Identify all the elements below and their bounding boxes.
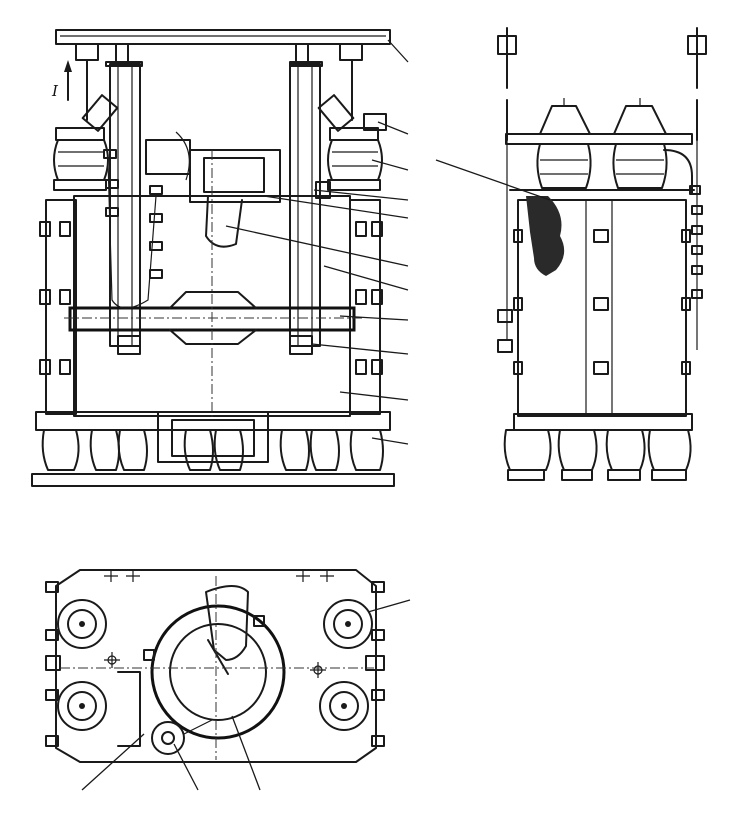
view-marker-I: I	[51, 82, 59, 100]
plan-view	[45, 569, 411, 791]
side-elevation-view	[435, 27, 707, 481]
central-ring	[143, 585, 286, 740]
side-chain-left	[497, 140, 513, 353]
cable-chain-left	[103, 149, 163, 309]
front-view-leaders	[225, 39, 409, 445]
bottom-insulators-front	[41, 411, 384, 471]
upper-left-insulator	[53, 94, 119, 191]
bottom-insulators-side	[503, 429, 692, 481]
electrode-holder	[145, 131, 331, 248]
side-clamps-right	[355, 221, 383, 375]
upper-right-insulator	[317, 94, 387, 191]
front-elevation-view: I	[31, 29, 395, 487]
corner-electrodes	[57, 599, 373, 731]
hatched-section	[526, 196, 565, 276]
side-chain-right	[689, 140, 703, 350]
side-clamps-left	[39, 221, 71, 375]
